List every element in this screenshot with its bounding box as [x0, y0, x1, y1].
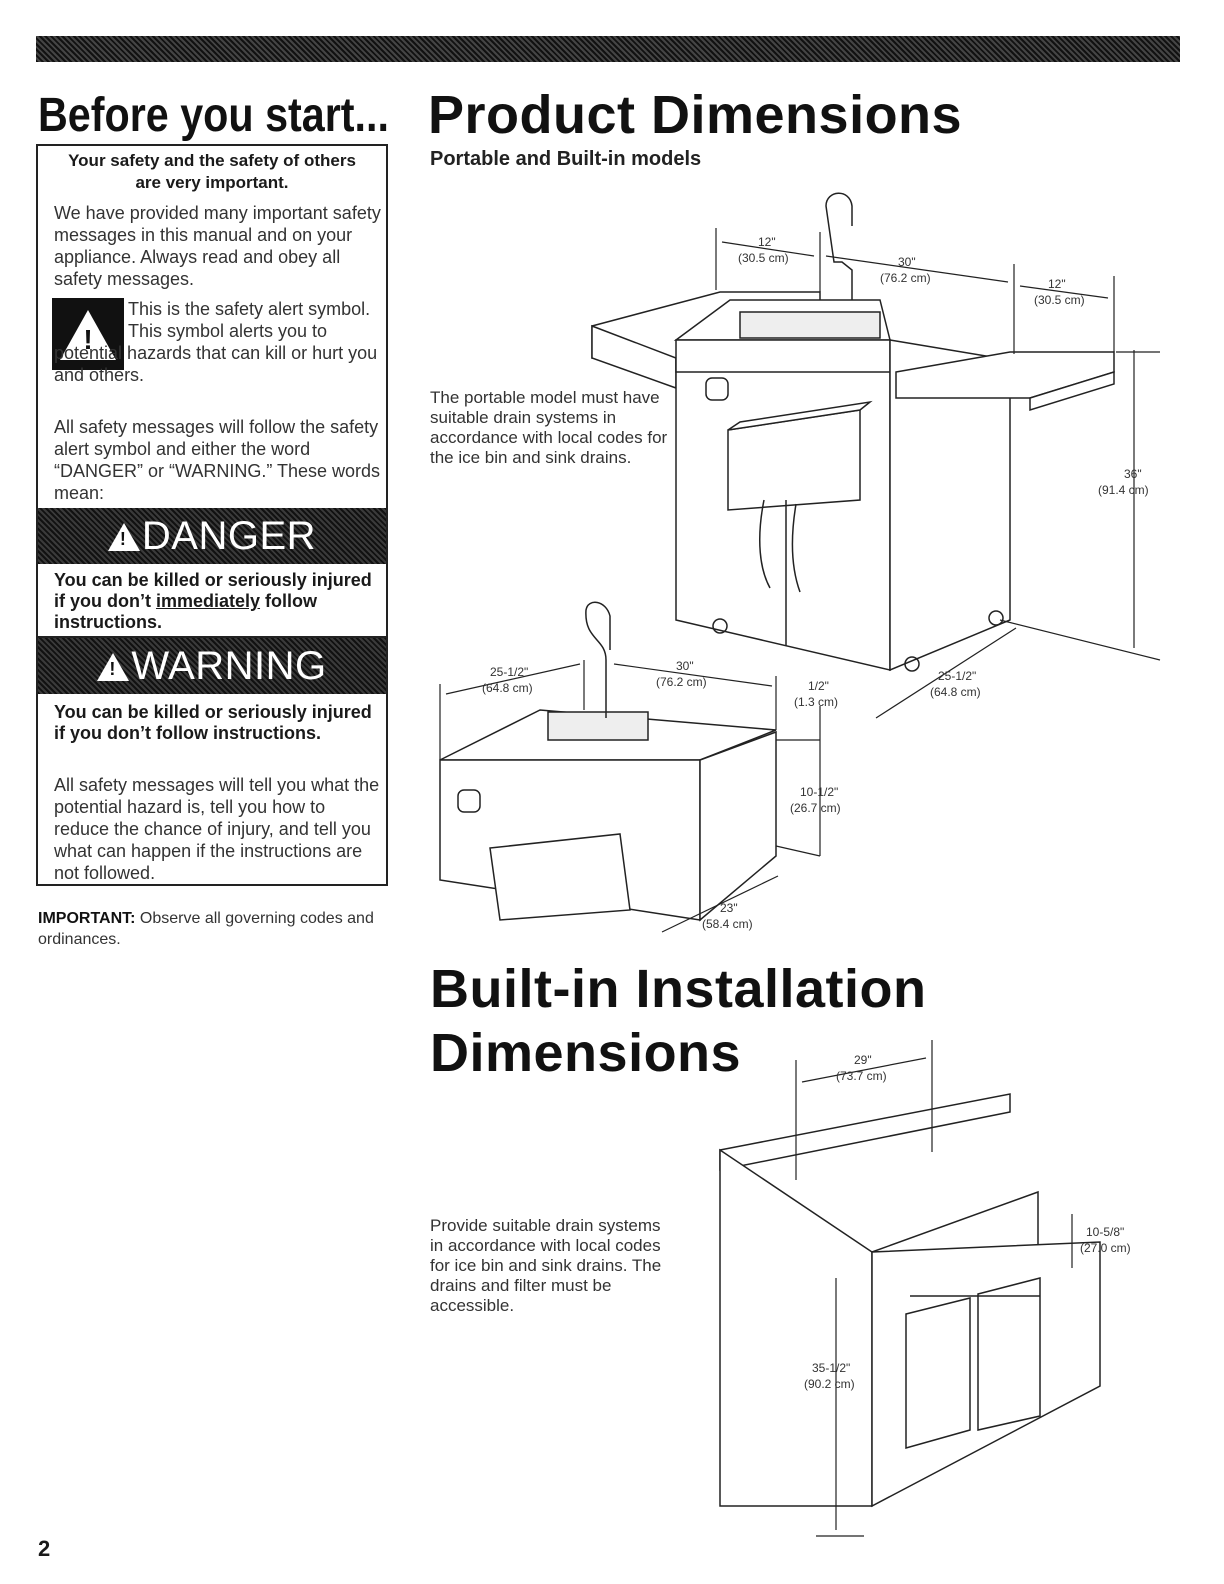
builtin-installation-title-2: Dimensions — [430, 1023, 742, 1083]
closing-text: All safety messages will tell you what t… — [54, 775, 380, 883]
dim-b-front-in: 23" — [720, 901, 738, 915]
danger-text-a: You can be killed or seriously injured i… — [54, 570, 372, 611]
warning-banner: WARNING — [38, 638, 386, 694]
product-dimensions-title: Product Dimensions — [428, 85, 963, 145]
dim-b-depth-cm: (64.8 cm) — [482, 681, 533, 695]
danger-label: DANGER — [141, 514, 317, 558]
dimension-lines — [439, 228, 1161, 1537]
dim-c-depth-in: 10-5/8" — [1086, 1225, 1124, 1239]
alert-line-2: This symbol alerts you to potential haza… — [54, 321, 378, 385]
portable-builtin-subtitle: Portable and Built-in models — [430, 148, 702, 170]
dim-b-height-cm: (26.7 cm) — [790, 801, 841, 815]
safety-box: Your safety and the safety of others are… — [36, 144, 388, 886]
dim-p-right-cm: (30.5 cm) — [1034, 293, 1085, 307]
follow-text: All safety messages will follow the safe… — [54, 417, 381, 503]
portable-note: The portable model must have suitable dr… — [430, 388, 668, 467]
safety-intro: We have provided many important safety m… — [54, 203, 381, 289]
danger-banner: DANGER — [38, 508, 386, 564]
dim-c-height-cm: (90.2 cm) — [804, 1377, 855, 1391]
dim-c-width-in: 29" — [854, 1053, 872, 1067]
dim-c-height-in: 35-1/2" — [812, 1361, 850, 1375]
dim-p-right-in: 12" — [1048, 277, 1066, 291]
warning-label: WARNING — [131, 644, 327, 688]
builtin-unit-drawing — [439, 601, 777, 922]
builtin-cutout-drawing — [719, 1093, 1101, 1508]
page-number: 2 — [38, 1536, 51, 1561]
danger-text-b: follow instructions. — [54, 591, 318, 632]
dim-p-depth-cm: (64.8 cm) — [930, 685, 981, 699]
dim-b-lip-cm: (1.3 cm) — [794, 695, 838, 709]
alert-line-1: This is the safety alert symbol. — [128, 299, 371, 319]
dim-b-width-in: 30" — [676, 659, 694, 673]
dim-b-width-cm: (76.2 cm) — [656, 675, 707, 689]
danger-alert-icon — [107, 523, 140, 551]
danger-text: You can be killed or seriously injured i… — [54, 570, 374, 633]
dim-p-left-cm: (30.5 cm) — [738, 251, 789, 265]
dim-b-depth-in: 25-1/2" — [490, 665, 528, 679]
dim-p-depth-in: 25-1/2" — [938, 669, 976, 683]
before-you-start-title: Before you start... — [38, 89, 389, 142]
top-hatched-bar — [36, 36, 1180, 62]
warning-alert-icon — [97, 653, 130, 681]
dim-p-mid-in: 30" — [898, 255, 916, 269]
dim-c-width-cm: (73.7 cm) — [836, 1069, 887, 1083]
dimension-labels: 12" (30.5 cm) 30" (76.2 cm) 12" (30.5 cm… — [482, 235, 1149, 1391]
dim-p-mid-cm: (76.2 cm) — [880, 271, 931, 285]
builtin-installation-title-1: Built-in Installation — [430, 959, 927, 1019]
portable-cart-drawing — [591, 192, 1115, 672]
danger-text-underlined: immediately — [155, 591, 261, 611]
dim-b-front-cm: (58.4 cm) — [702, 917, 753, 931]
dim-p-height-cm: (91.4 cm) — [1098, 483, 1149, 497]
safety-header: Your safety and the safety of others are… — [68, 151, 356, 192]
dim-c-depth-cm: (27.0 cm) — [1080, 1241, 1131, 1255]
important-text: Observe all governing codes and ordinanc… — [38, 910, 374, 948]
alert-symbol-text: This is the safety alert symbol. This sy… — [54, 298, 384, 386]
safety-alert-icon: ! — [52, 298, 124, 370]
important-note: IMPORTANT: Observe all governing codes a… — [38, 908, 378, 950]
warning-text: You can be killed or seriously injured i… — [54, 702, 372, 743]
dim-b-height-in: 10-1/2" — [800, 785, 838, 799]
builtin-note: Provide suitable drain systems in accord… — [430, 1216, 662, 1315]
important-label: IMPORTANT: — [38, 910, 136, 927]
dim-p-height-in: 36" — [1124, 467, 1142, 481]
dim-b-lip-in: 1/2" — [808, 679, 829, 693]
dim-p-left-in: 12" — [758, 235, 776, 249]
